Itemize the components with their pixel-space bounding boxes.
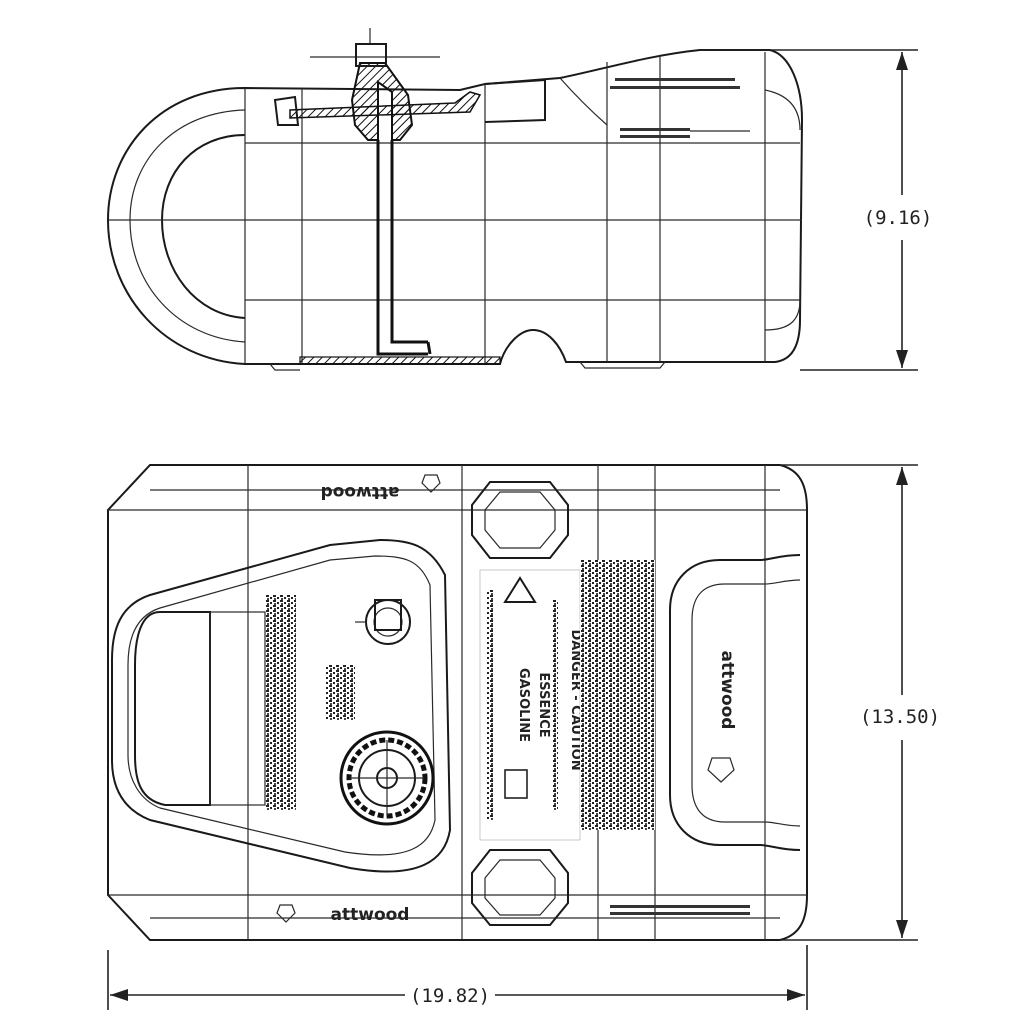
width-label: (13.50) bbox=[860, 706, 940, 728]
right-handle bbox=[669, 554, 801, 851]
pickup-fitting bbox=[350, 62, 414, 141]
svg-text:attwood: attwood bbox=[717, 651, 737, 730]
tank-side-outline bbox=[106, 49, 804, 365]
foot-pad-bottom bbox=[471, 849, 569, 926]
brand-mark-top: attwood bbox=[321, 482, 400, 502]
bottom-wall-section bbox=[299, 356, 501, 365]
top-view: GASOLINE ESSENCE DANGER - CAUTION attwoo… bbox=[107, 464, 808, 941]
svg-text:GASOLINE: GASOLINE bbox=[516, 668, 531, 742]
fill-cap bbox=[339, 730, 435, 826]
pickup-tube bbox=[376, 140, 432, 356]
warning-text-panel bbox=[580, 560, 655, 830]
brand-mark-right: attwood bbox=[717, 651, 737, 730]
svg-text:attwood: attwood bbox=[321, 482, 400, 502]
side-view bbox=[106, 28, 804, 371]
top-wall-section bbox=[289, 91, 482, 119]
svg-text:ESSENCE: ESSENCE bbox=[536, 672, 551, 737]
brand-mark-bottom: attwood bbox=[276, 904, 410, 925]
warning-text-block bbox=[266, 595, 296, 810]
svg-text:DANGER - CAUTION: DANGER - CAUTION bbox=[568, 629, 583, 770]
handle-recess bbox=[111, 538, 452, 873]
length-dimension: (19.82) bbox=[107, 945, 808, 1010]
vent-cap bbox=[355, 599, 411, 645]
foot-pad-top bbox=[471, 481, 569, 559]
svg-text:attwood: attwood bbox=[331, 905, 410, 925]
height-label: (9.16) bbox=[864, 207, 933, 229]
height-dimension: (9.16) bbox=[700, 49, 933, 371]
fuel-label: GASOLINE ESSENCE DANGER - CAUTION bbox=[479, 569, 583, 841]
length-label: (19.82) bbox=[410, 985, 490, 1007]
width-dimension: (13.50) bbox=[780, 464, 940, 941]
tank-top-outline bbox=[107, 464, 808, 941]
handle-inner bbox=[160, 134, 246, 319]
